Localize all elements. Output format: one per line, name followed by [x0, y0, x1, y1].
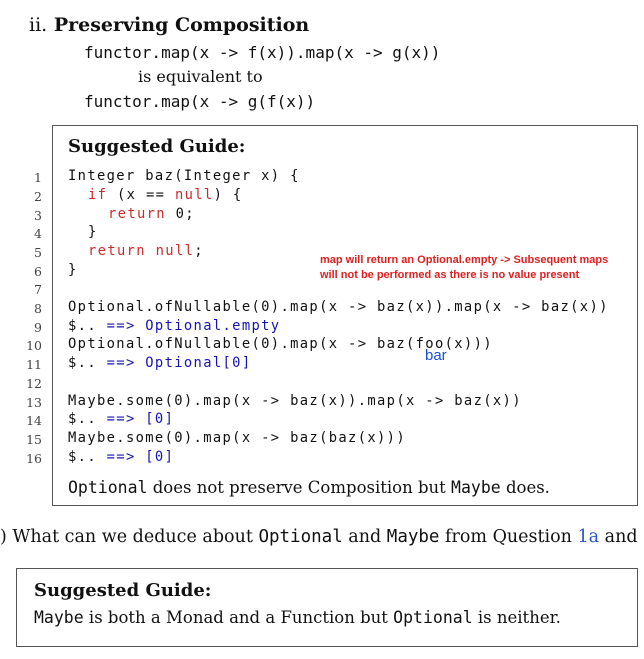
prompt-text: $.. — [68, 411, 107, 427]
code-term: Optional — [68, 478, 148, 497]
code-text — [146, 243, 156, 259]
code-text: ; — [194, 243, 204, 259]
code-line: Integer baz(Integer x) { — [68, 168, 300, 184]
code-term: Optional — [258, 527, 343, 547]
guide-title: Suggested Guide: — [68, 136, 246, 157]
answer-text: is neither. — [472, 608, 561, 627]
code-line: Optional.ofNullable(0).map(x -> baz(foo(… — [68, 336, 493, 352]
guide-answer: Maybe is both a Monad and a Function but… — [34, 608, 561, 627]
code-keyword: return — [88, 243, 146, 259]
code-line: return null; — [88, 243, 204, 259]
section-title: Preserving Composition — [53, 14, 310, 36]
line-number: 1 — [34, 170, 42, 185]
section-heading: ii. Preserving Composition — [29, 14, 309, 36]
line-number: 6 — [34, 264, 42, 279]
code-line: $.. ==> [0] — [68, 449, 174, 465]
output-text: ==> [0] — [106, 449, 175, 465]
code-keyword: return — [108, 206, 166, 222]
code-line: $.. ==> [0] — [68, 411, 174, 427]
line-number: 2 — [34, 189, 42, 204]
line-number: 11 — [26, 357, 42, 372]
question-ref-link[interactable]: 1a — [577, 527, 600, 547]
handwritten-correction: bar — [425, 347, 447, 364]
code-gutter-rule — [52, 166, 53, 466]
prompt-text: $.. — [68, 449, 107, 465]
line-number: 14 — [26, 413, 42, 428]
line-number: 3 — [34, 208, 42, 223]
equivalence-text: is equivalent to — [138, 67, 263, 86]
line-number: 10 — [26, 338, 42, 353]
code-line: $.. ==> Optional[0] — [68, 355, 252, 371]
line-number: 4 — [34, 226, 42, 241]
output-text: ==> Optional.empty — [106, 318, 281, 334]
line-number: 12 — [26, 376, 42, 391]
composition-rhs: functor.map(x -> g(f(x)) — [84, 92, 316, 111]
code-text: 0; — [165, 206, 195, 222]
code-keyword: null — [174, 187, 214, 203]
line-number: 9 — [34, 320, 42, 335]
line-number: 15 — [26, 432, 42, 447]
code-term: Optional — [393, 608, 473, 627]
annotation-note: map will return an Optional.empty -> Sub… — [320, 254, 609, 266]
code-line: } — [68, 262, 78, 278]
section-number: ii. — [29, 14, 48, 36]
code-line: } — [88, 224, 98, 240]
line-number: 8 — [34, 301, 42, 316]
question-part: and — [342, 527, 387, 547]
code-term: Maybe — [386, 527, 440, 547]
code-line: Optional.ofNullable(0).map(x -> baz(x)).… — [68, 299, 609, 315]
code-text: (x == — [107, 187, 175, 203]
prompt-text: $.. — [68, 355, 107, 371]
code-term: Maybe — [34, 608, 84, 627]
question-part: and — [599, 527, 644, 547]
code-line: return 0; — [108, 206, 195, 222]
composition-lhs: functor.map(x -> f(x)).map(x -> g(x)) — [84, 43, 441, 62]
code-line: $.. ==> Optional.empty — [68, 318, 280, 334]
code-line: Maybe.some(0).map(x -> baz(baz(x))) — [68, 430, 406, 446]
line-number: 16 — [26, 451, 42, 466]
code-line: if (x == null) { — [88, 187, 243, 203]
code-term: Maybe — [451, 478, 501, 497]
output-text: ==> Optional[0] — [106, 355, 252, 371]
line-number: 13 — [26, 395, 42, 410]
conclusion-text: does. — [500, 478, 550, 497]
code-text: ) { — [213, 187, 243, 203]
question-text: ) What can we deduce about Optional and … — [0, 527, 644, 547]
question-part: from Question — [439, 527, 578, 547]
code-keyword: null — [155, 243, 195, 259]
code-keyword: if — [88, 187, 108, 203]
prompt-text: $.. — [68, 318, 107, 334]
answer-text: is both a Monad and a Function but — [83, 608, 394, 627]
guide-conclusion: Optional does not preserve Composition b… — [68, 478, 550, 497]
code-line: Maybe.some(0).map(x -> baz(x)).map(x -> … — [68, 393, 522, 409]
line-number: 5 — [34, 245, 42, 260]
output-text: ==> [0] — [106, 411, 175, 427]
conclusion-text: does not preserve Composition but — [147, 478, 452, 497]
suggested-guide-box-2 — [16, 568, 638, 647]
guide-title: Suggested Guide: — [34, 580, 212, 601]
question-part: ) What can we deduce about — [0, 527, 259, 547]
line-number: 7 — [34, 282, 42, 297]
annotation-note: will not be performed as there is no val… — [320, 269, 580, 281]
